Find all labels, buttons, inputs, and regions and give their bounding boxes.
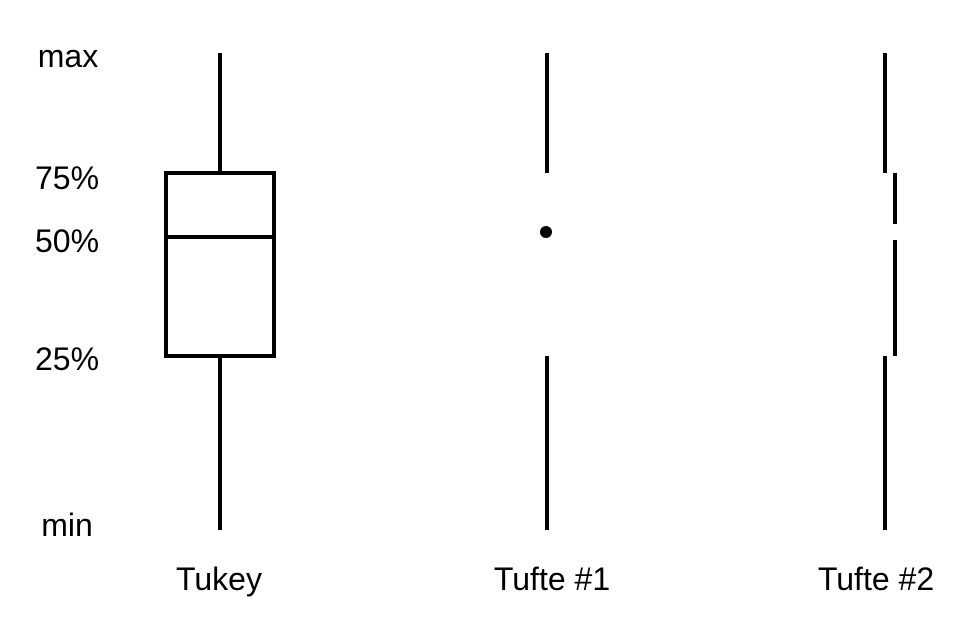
- label-25: 25%: [35, 341, 99, 377]
- label-50: 50%: [35, 223, 99, 259]
- plot-label-tufte2: Tufte #2: [818, 561, 934, 597]
- label-75: 75%: [35, 160, 99, 196]
- plot-label-tukey: Tukey: [176, 561, 262, 597]
- plot-label-tufte1: Tufte #1: [494, 561, 610, 597]
- tufte1-plot: [540, 53, 552, 530]
- tufte2-plot: [883, 53, 897, 530]
- tufte1-median-dot: [540, 226, 552, 238]
- label-min: min: [41, 507, 93, 543]
- tukey-box: [164, 171, 276, 358]
- tukey-plot: [164, 53, 276, 530]
- label-max: max: [38, 38, 98, 74]
